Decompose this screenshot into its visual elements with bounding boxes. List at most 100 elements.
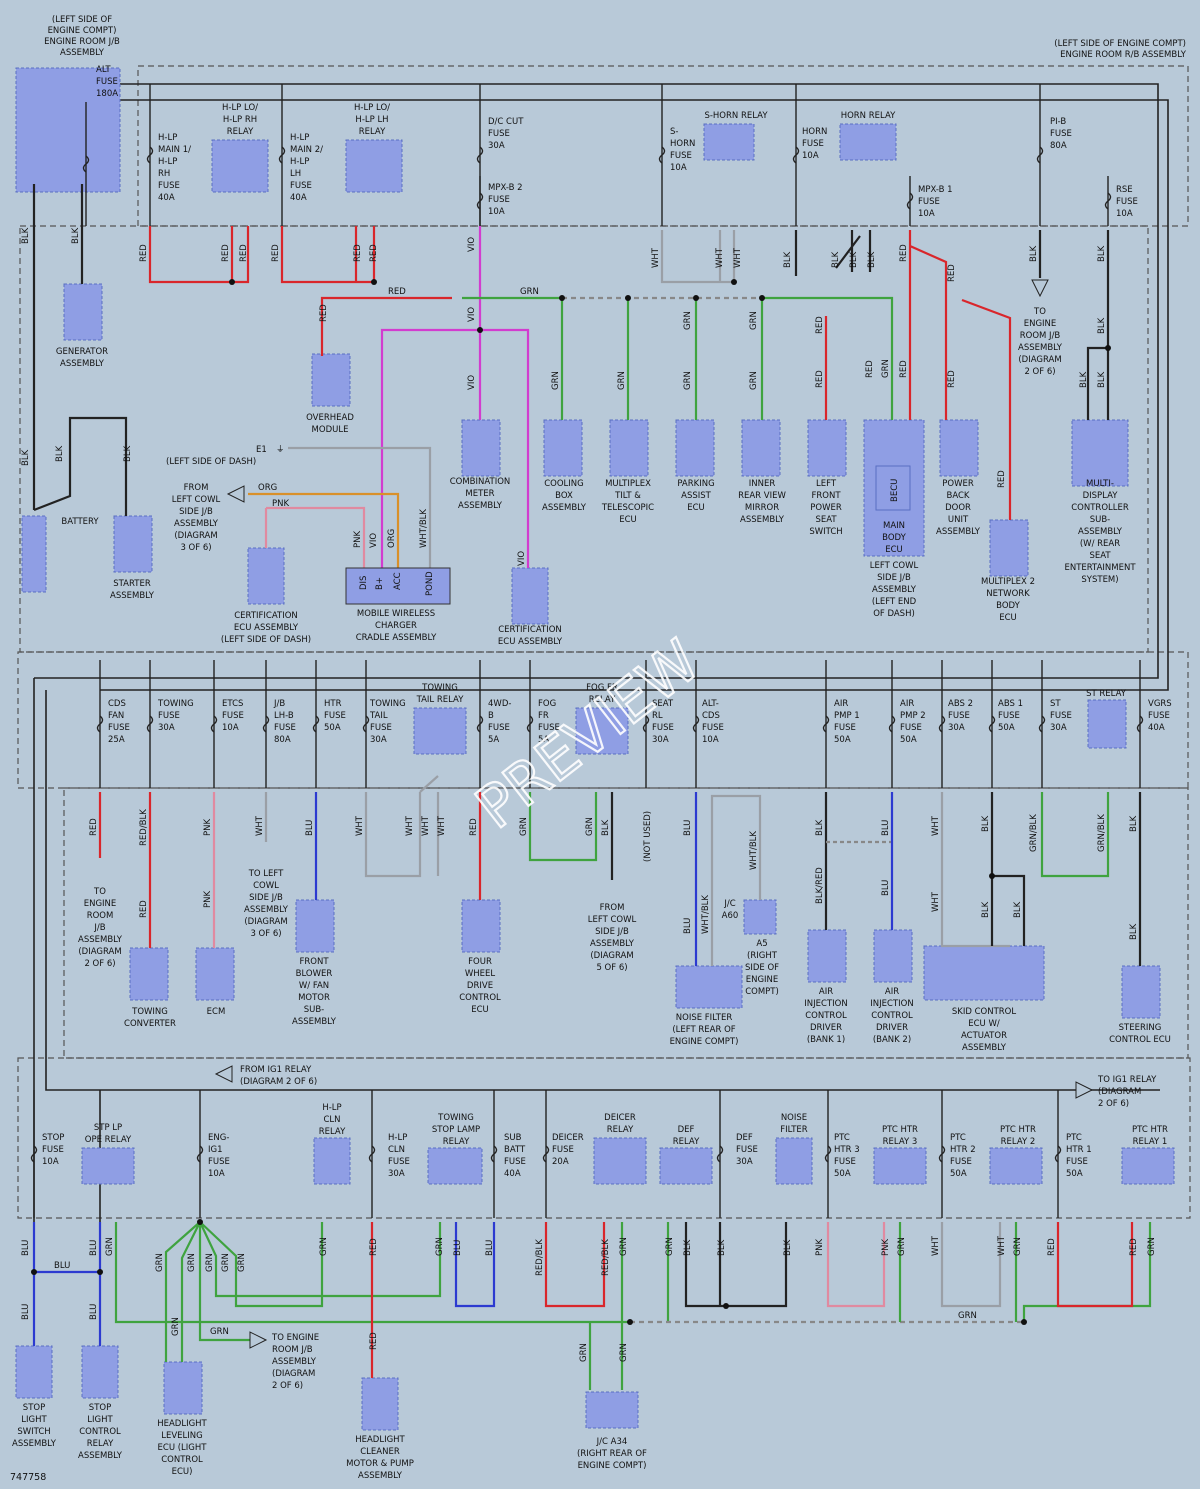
wire-blk-def xyxy=(684,1222,788,1308)
wire-red-seat xyxy=(824,230,1012,520)
wire-pnk-ptc xyxy=(826,1222,886,1308)
relay-label-st-relay: ST RELAY xyxy=(1086,689,1127,699)
wire-label: BLK xyxy=(71,227,81,244)
wire-label: GRN xyxy=(551,371,561,390)
wire-blk-skid xyxy=(990,792,1026,946)
rb-left-label: (LEFT SIDE OF ENGINE COMPT)ENGINE ROOM R… xyxy=(1054,39,1187,60)
wire-label: BLU xyxy=(305,820,315,836)
wire-label: GRN xyxy=(319,1237,329,1256)
wire-label: BLU xyxy=(683,820,693,836)
wire-blu-stop xyxy=(32,1222,102,1346)
wire-label: RED xyxy=(899,360,909,378)
wire-label: GRN xyxy=(187,1253,197,1272)
ground-e1-label: E1 xyxy=(256,445,267,455)
wire-label: WHT xyxy=(997,1235,1007,1256)
wire-label: RED xyxy=(271,244,281,262)
wire-label: WHT xyxy=(931,891,941,912)
junction-dot xyxy=(693,295,699,301)
engine-room-jb xyxy=(15,67,121,193)
wire-label: RED xyxy=(319,304,329,322)
ground-icon: ⏚ xyxy=(276,445,285,455)
wire-whtblk-noise xyxy=(710,794,762,966)
wire-wht-shorn xyxy=(660,230,736,284)
component-label-battery: BATTERY xyxy=(61,517,99,527)
wire-label: RED/BLK xyxy=(139,809,149,846)
wire-label: ORG xyxy=(387,529,397,548)
junction-dot xyxy=(197,1219,203,1225)
wire-label: GRN xyxy=(683,371,693,390)
wire-label: WHT xyxy=(931,815,941,836)
wire-label: WHT xyxy=(651,247,661,268)
from-ig1-note: FROM IG1 RELAY(DIAGRAM 2 OF 6) xyxy=(240,1065,317,1087)
wire-color-labels: BLK BLK RED RED RED RED RED RED RED GRN … xyxy=(21,227,1157,1362)
wire-label: GRN xyxy=(958,1311,977,1321)
wire-label: GRN xyxy=(665,1237,675,1256)
wire-label: GRN xyxy=(520,287,539,297)
wire-label: WHT xyxy=(355,815,365,836)
wire-label: RED xyxy=(369,244,379,262)
left-cowl-boundary xyxy=(19,225,1149,653)
connector-q-icon xyxy=(226,485,245,503)
wire-label: GRN xyxy=(619,1237,629,1256)
junction-dot xyxy=(559,295,565,301)
wire-label: BLK/RED xyxy=(815,867,825,904)
wire-label: GRN xyxy=(519,817,529,836)
wire-label: BLU xyxy=(21,1240,31,1256)
connector-s-icon xyxy=(249,1331,268,1349)
main-bus-top xyxy=(34,83,1159,679)
